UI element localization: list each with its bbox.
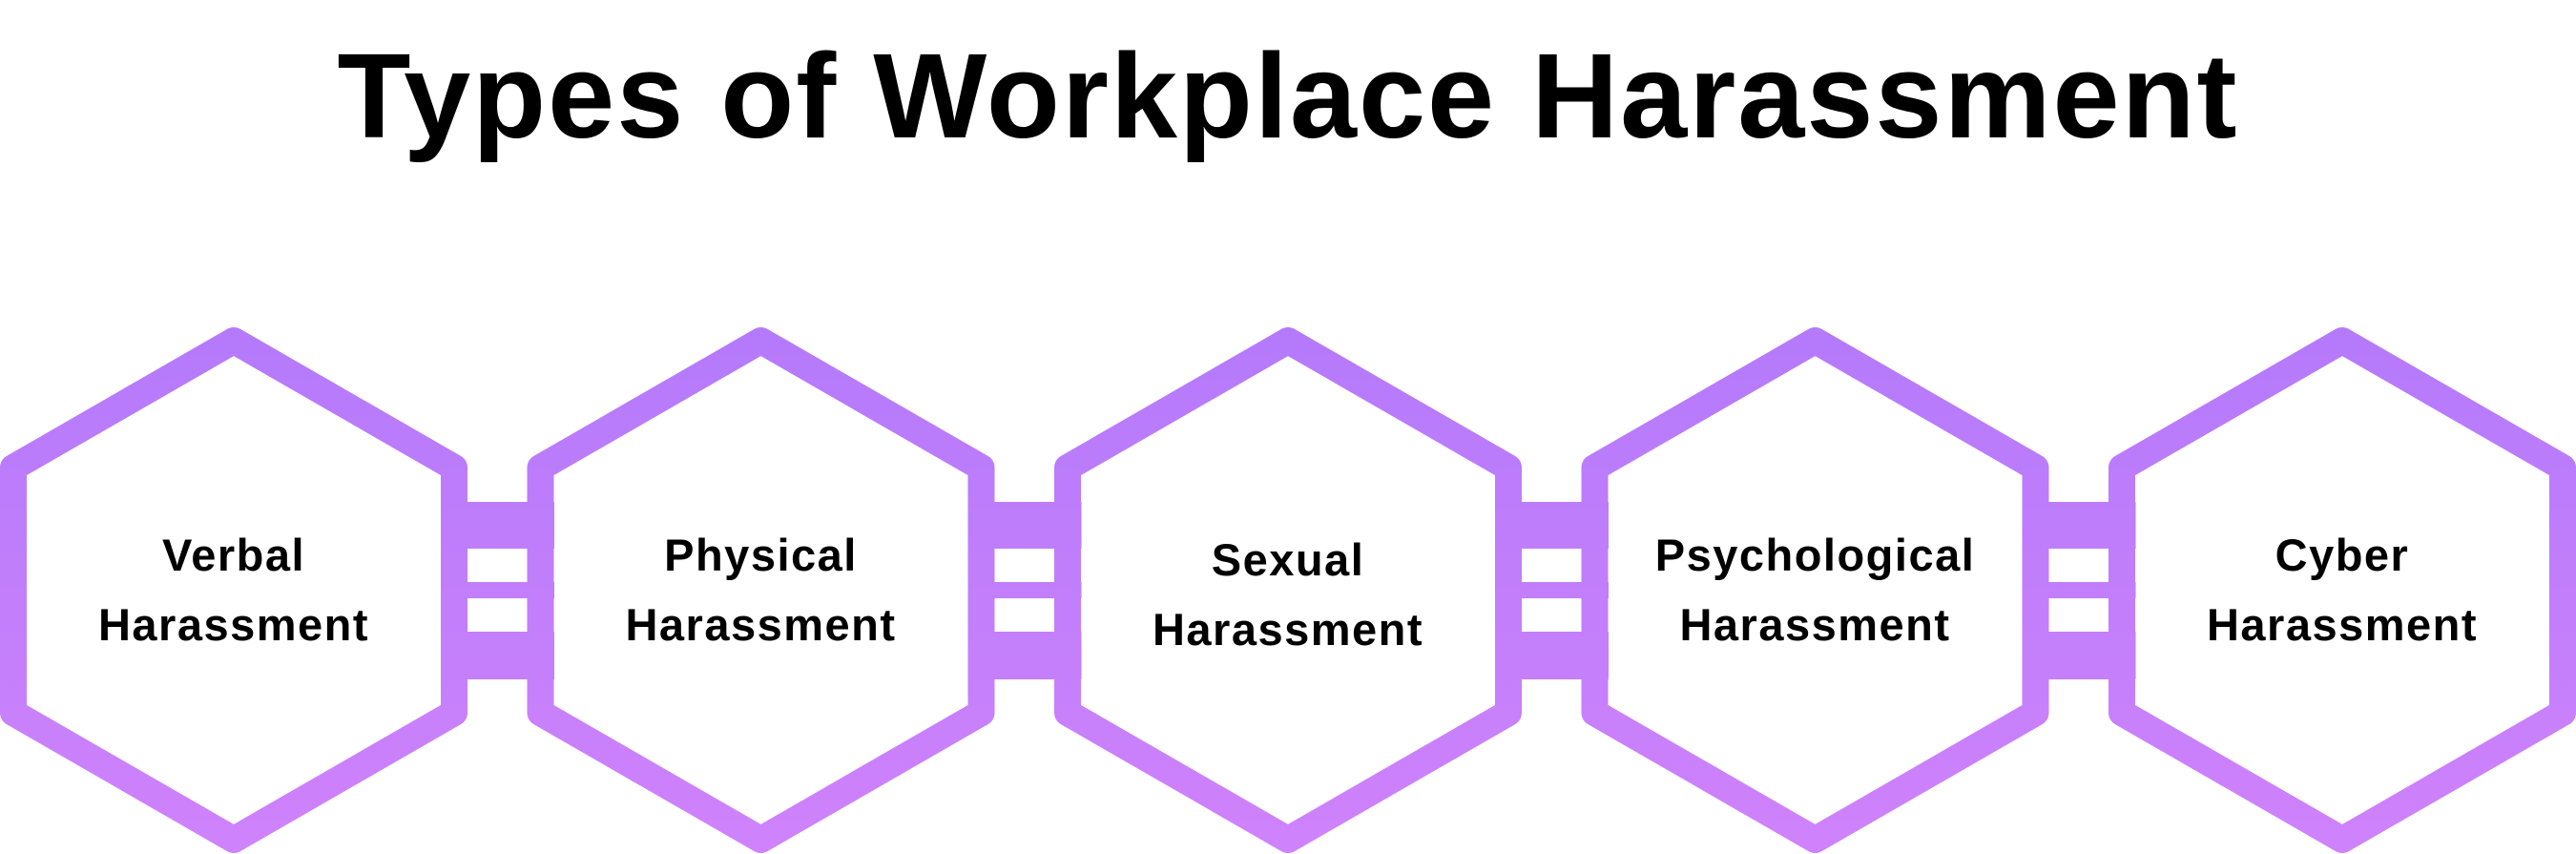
hexagon-cyber (2109, 327, 2576, 853)
hexagon-label-psychological: Psychological Harassment (1615, 520, 2016, 659)
hexagon-label-cyber: Cyber Harassment (2142, 520, 2543, 659)
label-line-2: Harassment (625, 599, 897, 650)
hexagon-sexual (1054, 327, 1522, 853)
label-line-1: Psychological (1654, 530, 1976, 580)
label-line-1: Sexual (1211, 534, 1365, 585)
hexagon-label-sexual: Sexual Harassment (1088, 525, 1488, 664)
hexagon-psychological (1581, 327, 2049, 853)
label-line-1: Physical (664, 530, 858, 580)
hexagon-verbal (0, 327, 467, 853)
label-line-1: Cyber (2275, 530, 2410, 580)
label-line-2: Harassment (1152, 604, 1424, 655)
hexagon-label-physical: Physical Harassment (561, 520, 962, 659)
label-line-2: Harassment (1679, 599, 1951, 650)
label-line-1: Verbal (161, 530, 306, 580)
hexagon-label-verbal: Verbal Harassment (33, 520, 434, 659)
hexagon-physical (527, 327, 995, 853)
label-line-2: Harassment (2206, 599, 2479, 650)
page-title: Types of Workplace Harassment (337, 29, 2239, 163)
label-line-2: Harassment (97, 599, 370, 650)
